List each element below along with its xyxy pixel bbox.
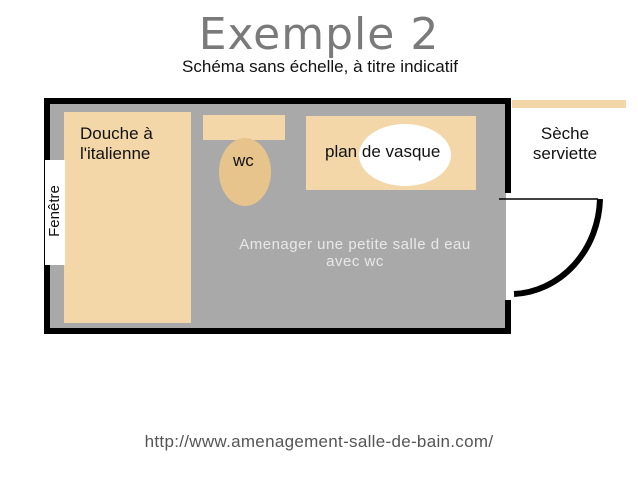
door-swing <box>513 198 603 297</box>
window-label: Fenêtre <box>46 185 63 237</box>
shower-label: Douche à l'italienne <box>80 124 153 163</box>
towel-dryer <box>512 100 626 108</box>
room-note: Amenager une petite salle d eau avec wc <box>239 236 471 270</box>
source-url[interactable]: http://www.amenagement-salle-de-bain.com… <box>144 432 494 451</box>
window-opening <box>45 160 65 265</box>
page-title: Exemple 2 <box>198 9 440 60</box>
subtitle: Schéma sans échelle, à titre indicatif <box>182 57 458 76</box>
shower-area <box>64 112 191 323</box>
vanity-label: plan de vasque <box>325 142 441 161</box>
wc-tank <box>203 115 285 140</box>
towel-dryer-label: Sèche serviette <box>532 124 598 163</box>
sink-basin <box>359 124 451 186</box>
wc-bowl <box>219 138 271 206</box>
wc-label: wc <box>233 151 254 170</box>
